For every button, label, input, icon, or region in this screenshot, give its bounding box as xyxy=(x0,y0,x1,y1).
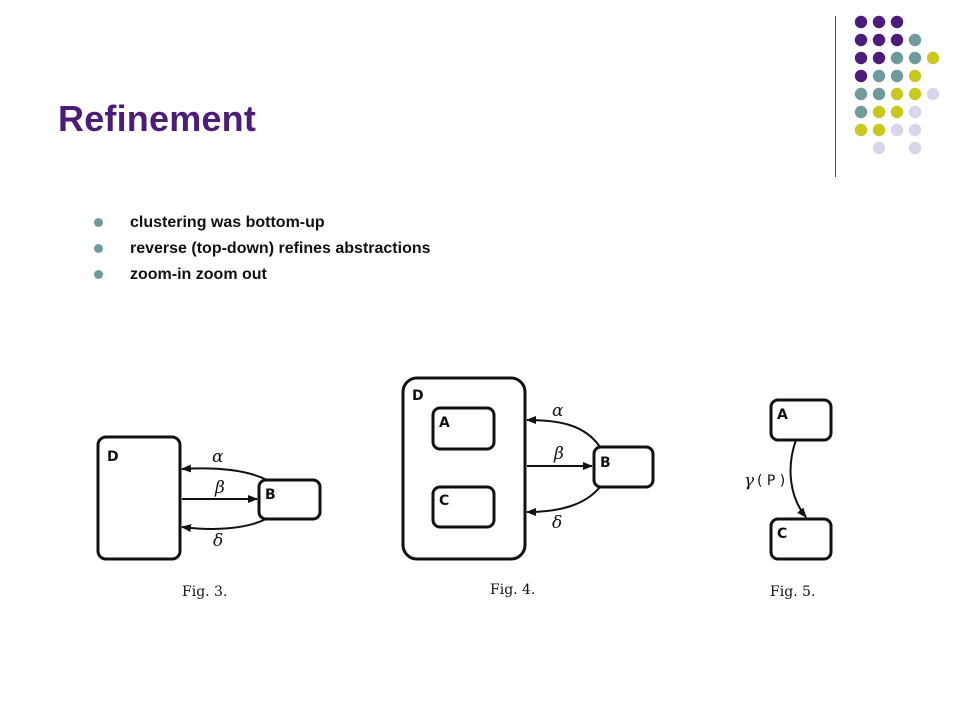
fig4-state-d xyxy=(401,376,527,561)
decor-dot xyxy=(854,15,868,29)
decorative-dot-grid xyxy=(854,15,940,155)
decor-dot xyxy=(926,87,940,101)
fig5-state-c-label: C xyxy=(777,526,787,542)
bullet-text: reverse (top-down) refines abstractions xyxy=(130,240,431,257)
decor-dot xyxy=(890,105,904,119)
fig4-state-a-label: A xyxy=(439,415,450,431)
fig4-state-b-label: B xyxy=(600,455,611,471)
fig4-beta-label: β xyxy=(553,444,564,464)
decor-dot xyxy=(872,15,886,29)
fig4-state-a xyxy=(431,406,496,451)
bullet-dot-icon xyxy=(94,218,103,227)
fig4-state-c xyxy=(431,485,496,529)
decor-dot xyxy=(908,33,922,47)
bullet-list: clustering was bottom-up reverse (top-do… xyxy=(92,210,431,288)
decor-dot xyxy=(854,33,868,47)
decor-dot xyxy=(872,105,886,119)
bullet-item: zoom-in zoom out xyxy=(92,262,431,288)
decor-dot xyxy=(908,141,922,155)
fig5-caption: Fig. 5. xyxy=(770,584,815,600)
decor-dot xyxy=(872,141,886,155)
decor-dot xyxy=(872,123,886,137)
fig5-gamma-label: γ xyxy=(744,471,755,491)
slide-title: Refinement xyxy=(58,98,257,139)
decor-dot xyxy=(854,123,868,137)
divider-line xyxy=(835,16,836,177)
fig5-state-a xyxy=(769,398,833,442)
figure-4: D A C B α β δ Fig. 4. xyxy=(401,376,655,598)
decor-dot xyxy=(908,105,922,119)
fig4-delta-label: δ xyxy=(552,513,562,533)
fig4-caption: Fig. 4. xyxy=(490,582,535,598)
fig3-state-d xyxy=(96,435,182,561)
fig4-state-c-label: C xyxy=(439,493,449,509)
decor-dot xyxy=(854,51,868,65)
bullet-item: clustering was bottom-up xyxy=(92,210,431,236)
figure-3: D B α β δ Fig. 3. xyxy=(96,435,322,600)
decor-dot xyxy=(854,87,868,101)
decor-dot xyxy=(872,33,886,47)
bullet-text: zoom-in zoom out xyxy=(130,266,267,283)
fig5-state-a-label: A xyxy=(777,407,788,423)
fig3-beta-label: β xyxy=(214,478,225,498)
decor-dot xyxy=(908,87,922,101)
decor-dot xyxy=(890,69,904,83)
bullet-dot-icon xyxy=(94,244,103,253)
fig3-state-b xyxy=(257,478,322,521)
fig4-state-b xyxy=(592,445,655,489)
fig5-state-c xyxy=(769,517,833,561)
decor-dot xyxy=(908,69,922,83)
fig3-state-d-label: D xyxy=(107,449,119,465)
decor-dot xyxy=(872,87,886,101)
fig3-arrow-delta xyxy=(181,518,267,533)
decor-dot xyxy=(890,123,904,137)
decor-dot xyxy=(854,69,868,83)
fig3-alpha-label: α xyxy=(212,447,224,467)
bullet-text: clustering was bottom-up xyxy=(130,214,325,231)
fig4-arrow-delta xyxy=(526,486,601,516)
fig5-condition-label: ( P ) xyxy=(757,473,785,489)
fig4-alpha-label: α xyxy=(552,401,564,421)
decor-dot xyxy=(890,33,904,47)
decor-dot xyxy=(908,51,922,65)
decor-dot xyxy=(926,51,940,65)
bullet-dot-icon xyxy=(94,270,103,279)
decor-dot xyxy=(872,69,886,83)
decor-dot xyxy=(854,105,868,119)
fig3-delta-label: δ xyxy=(213,531,223,551)
decor-dot xyxy=(890,87,904,101)
decor-dot xyxy=(890,51,904,65)
fig4-arrow-alpha xyxy=(526,416,601,448)
decor-dot xyxy=(872,51,886,65)
decor-dot xyxy=(908,123,922,137)
fig3-state-b-label: B xyxy=(265,487,276,503)
fig5-arrow-gamma xyxy=(789,439,807,518)
figure-5: A C γ ( P ) Fig. 5. xyxy=(744,398,833,600)
fig4-state-d-label: D xyxy=(412,388,424,404)
fig3-arrow-alpha xyxy=(181,464,268,481)
decor-dot xyxy=(890,15,904,29)
bullet-item: reverse (top-down) refines abstractions xyxy=(92,236,431,262)
fig3-caption: Fig. 3. xyxy=(182,584,227,600)
